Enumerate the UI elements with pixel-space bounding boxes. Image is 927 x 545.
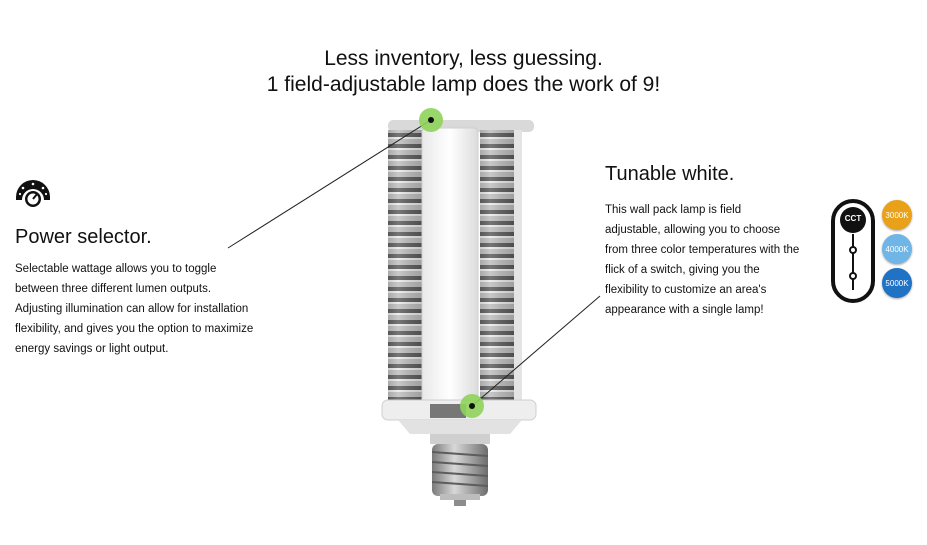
cct-switch-icon — [831, 199, 875, 303]
power-line: flexibility, and gives you the option to… — [15, 323, 254, 335]
tunable-white-description: This wall pack lamp is field adjustable,… — [605, 200, 825, 320]
tunable-line: flick of a switch, giving you the — [605, 264, 760, 276]
cct-option-4000k: 4000K — [882, 234, 912, 264]
tunable-line: appearance with a single lamp! — [605, 304, 764, 316]
power-line: Adjusting illumination can allow for ins… — [15, 303, 249, 315]
tunable-white-title: Tunable white. — [605, 163, 735, 185]
power-line: energy savings or light output. — [15, 343, 169, 355]
corn-lamp-image — [381, 120, 537, 506]
cct-label: CCT — [844, 214, 862, 223]
headline-line-2: 1 field-adjustable lamp does the work of… — [266, 73, 661, 96]
headline-line-1: Less inventory, less guessing. — [324, 47, 603, 70]
cct-option-5000k: 5000K — [882, 268, 912, 298]
tunable-white-section: Tunable white. This wall pack lamp is fi… — [605, 163, 825, 320]
power-line: Selectable wattage allows you to toggle — [15, 263, 217, 275]
tunable-line: adjustable, allowing you to choose — [605, 224, 781, 236]
cct-selector: CCT 3000K 4000K 5000K — [830, 198, 914, 308]
tunable-line: from three color temperatures with the — [605, 244, 800, 256]
power-selector-description: Selectable wattage allows you to toggle … — [15, 259, 295, 359]
power-selector-title: Power selector. — [15, 226, 152, 248]
power-line: between three different lumen outputs. — [15, 283, 212, 295]
power-meter-icon — [16, 180, 50, 207]
power-selector-section: Power selector. Selectable wattage allow… — [15, 178, 295, 359]
cct-option-3000k: 3000K — [882, 200, 912, 230]
tunable-line: flexibility to customize an area's — [605, 284, 767, 296]
headline: Less inventory, less guessing. 1 field-a… — [0, 46, 927, 98]
tunable-line: This wall pack lamp is field — [605, 204, 742, 216]
